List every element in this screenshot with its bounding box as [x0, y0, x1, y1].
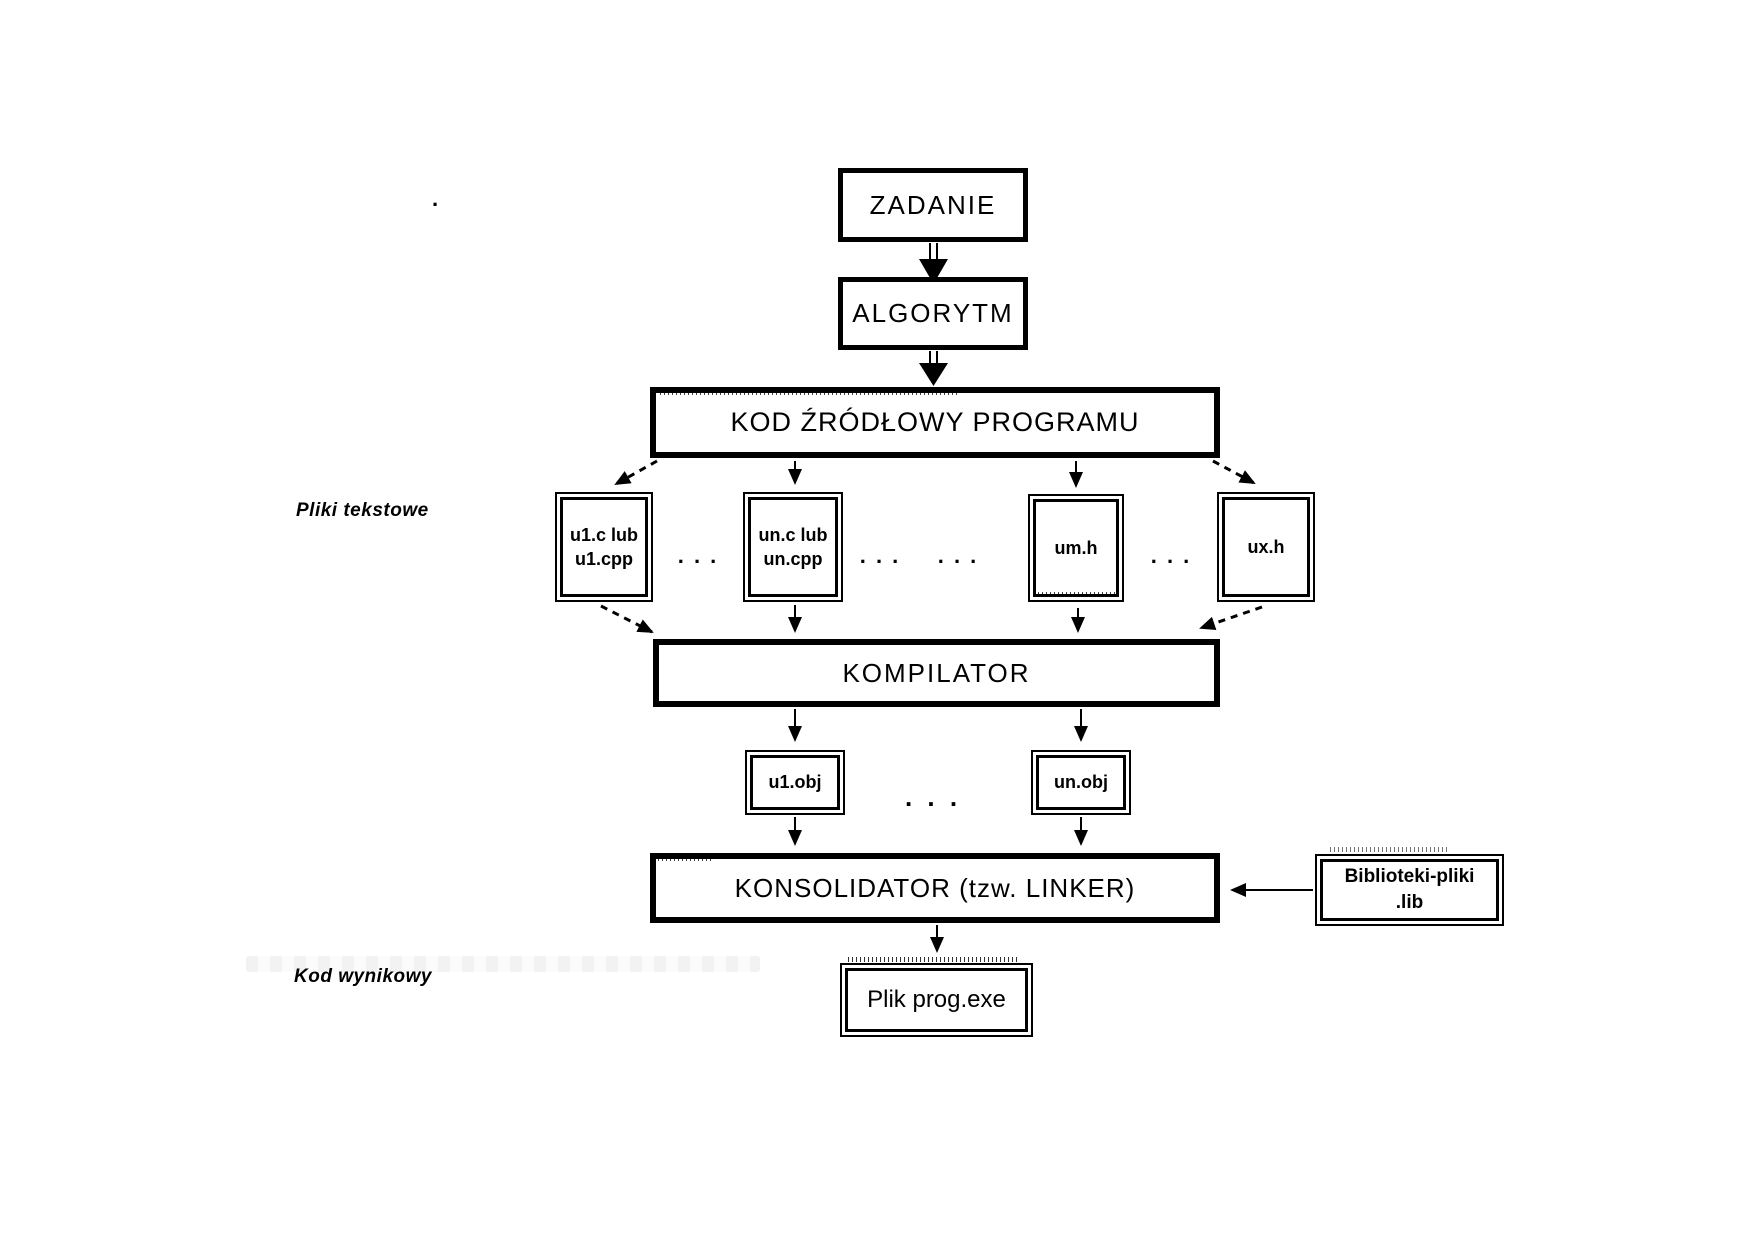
node-file-u1-inner: u1.c lub u1.cpp [560, 497, 648, 597]
node-algorytm-label: ALGORYTM [852, 298, 1014, 328]
node-algorytm: ALGORYTM [838, 277, 1028, 350]
node-plik-exe-inner: Plik prog.exe [845, 968, 1028, 1032]
node-file-un-inner: un.c lub un.cpp [748, 497, 838, 597]
scan-artifact-stray-dot: . [432, 186, 439, 211]
node-file-un-line1: un.c lub [758, 524, 828, 545]
ellipsis-obj: . . . [904, 782, 962, 812]
node-file-um-inner: um.h [1033, 499, 1119, 597]
node-kod-zrodlowy-label: KOD ŹRÓDŁOWY PROGRAMU [730, 407, 1140, 437]
node-obj-u1: u1.obj [745, 750, 845, 815]
node-biblioteki: Biblioteki-pliki .lib [1315, 854, 1504, 926]
node-file-ux: ux.h [1217, 492, 1315, 602]
node-file-u1-line2: u1.cpp [574, 549, 633, 569]
ellipsis-files-4: . . . [1150, 543, 1192, 568]
arrow-kod-to-file-u1 [614, 459, 658, 486]
node-file-u1-line1: u1.c lub [569, 524, 638, 545]
node-file-u1: u1.c lub u1.cpp [555, 492, 653, 602]
node-biblioteki-line2: .lib [1395, 892, 1424, 913]
node-kompilator: KOMPILATOR [653, 639, 1220, 707]
node-biblioteki-inner: Biblioteki-pliki .lib [1320, 859, 1499, 921]
node-zadanie: ZADANIE [838, 168, 1028, 242]
scan-artifact-plik-top [848, 957, 1018, 962]
arrow-algorytm-to-kod [919, 351, 948, 386]
node-file-um-label: um.h [1054, 537, 1098, 558]
node-obj-u1-inner: u1.obj [750, 755, 840, 810]
node-obj-u1-label: u1.obj [768, 772, 822, 793]
node-plik-exe: Plik prog.exe [840, 963, 1033, 1037]
ellipsis-files-1: . . . [677, 543, 719, 568]
node-file-un: un.c lub un.cpp [743, 492, 843, 602]
node-konsolidator: KONSOLIDATOR (tzw. LINKER) [650, 853, 1220, 923]
node-konsolidator-label: KONSOLIDATOR (tzw. LINKER) [734, 872, 1136, 903]
arrow-kod-to-file-ux [1212, 459, 1256, 485]
node-biblioteki-line1: Biblioteki-pliki [1344, 866, 1475, 888]
side-label-pliki-tekstowe: Pliki tekstowe [296, 500, 429, 521]
ellipsis-files-2: . . . [859, 543, 901, 568]
ellipsis-files-3: . . . [937, 543, 979, 568]
node-file-um: um.h [1028, 494, 1124, 602]
arrow-file-u1-to-kompilator [600, 604, 654, 634]
node-obj-un: un.obj [1031, 750, 1131, 815]
node-file-ux-inner: ux.h [1222, 497, 1310, 597]
node-file-un-line2: un.cpp [763, 549, 823, 569]
node-obj-un-inner: un.obj [1036, 755, 1126, 810]
node-plik-exe-label: Plik prog.exe [867, 985, 1006, 1013]
side-label-kod-wynikowy: Kod wynikowy [294, 966, 432, 987]
node-kod-zrodlowy: KOD ŹRÓDŁOWY PROGRAMU [650, 387, 1220, 458]
node-kompilator-label: KOMPILATOR [842, 657, 1031, 688]
scan-artifact-biblioteki-top [1330, 847, 1450, 852]
node-obj-un-label: un.obj [1054, 772, 1108, 793]
arrow-file-ux-to-kompilator [1199, 605, 1263, 631]
node-file-ux-label: ux.h [1247, 536, 1285, 557]
node-zadanie-label: ZADANIE [869, 189, 997, 220]
